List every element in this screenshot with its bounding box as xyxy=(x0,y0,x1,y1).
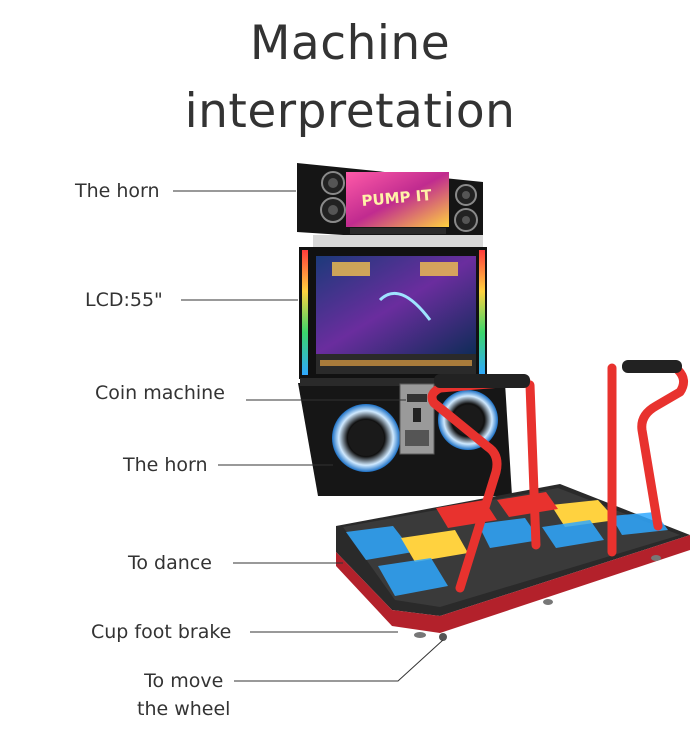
lcd-frame xyxy=(299,247,487,379)
top-speaker-left xyxy=(320,171,346,223)
top-speaker-right xyxy=(454,184,478,232)
foot-brakes xyxy=(414,555,661,641)
leader-line-wheel xyxy=(234,639,444,682)
leader-lines xyxy=(173,190,444,682)
control-strip xyxy=(313,235,483,247)
handrail-grip-front xyxy=(434,374,530,388)
callout-move-wheel: To move the wheel xyxy=(137,670,231,720)
callout-coin-machine: Coin machine xyxy=(95,382,225,404)
callout-lcd: LCD:55" xyxy=(85,289,163,311)
callout-to-dance: To dance xyxy=(128,552,212,574)
callout-horn-top: The horn xyxy=(75,180,160,202)
diagram-title-line-2: interpretation xyxy=(184,84,516,139)
handrail-grip-back xyxy=(622,360,682,373)
callout-horn-bottom: The horn xyxy=(123,454,208,476)
handrail-back xyxy=(607,363,688,557)
diagram-title-line-1: Machine xyxy=(249,16,451,71)
callout-cup-foot-brake: Cup foot brake xyxy=(91,621,232,643)
